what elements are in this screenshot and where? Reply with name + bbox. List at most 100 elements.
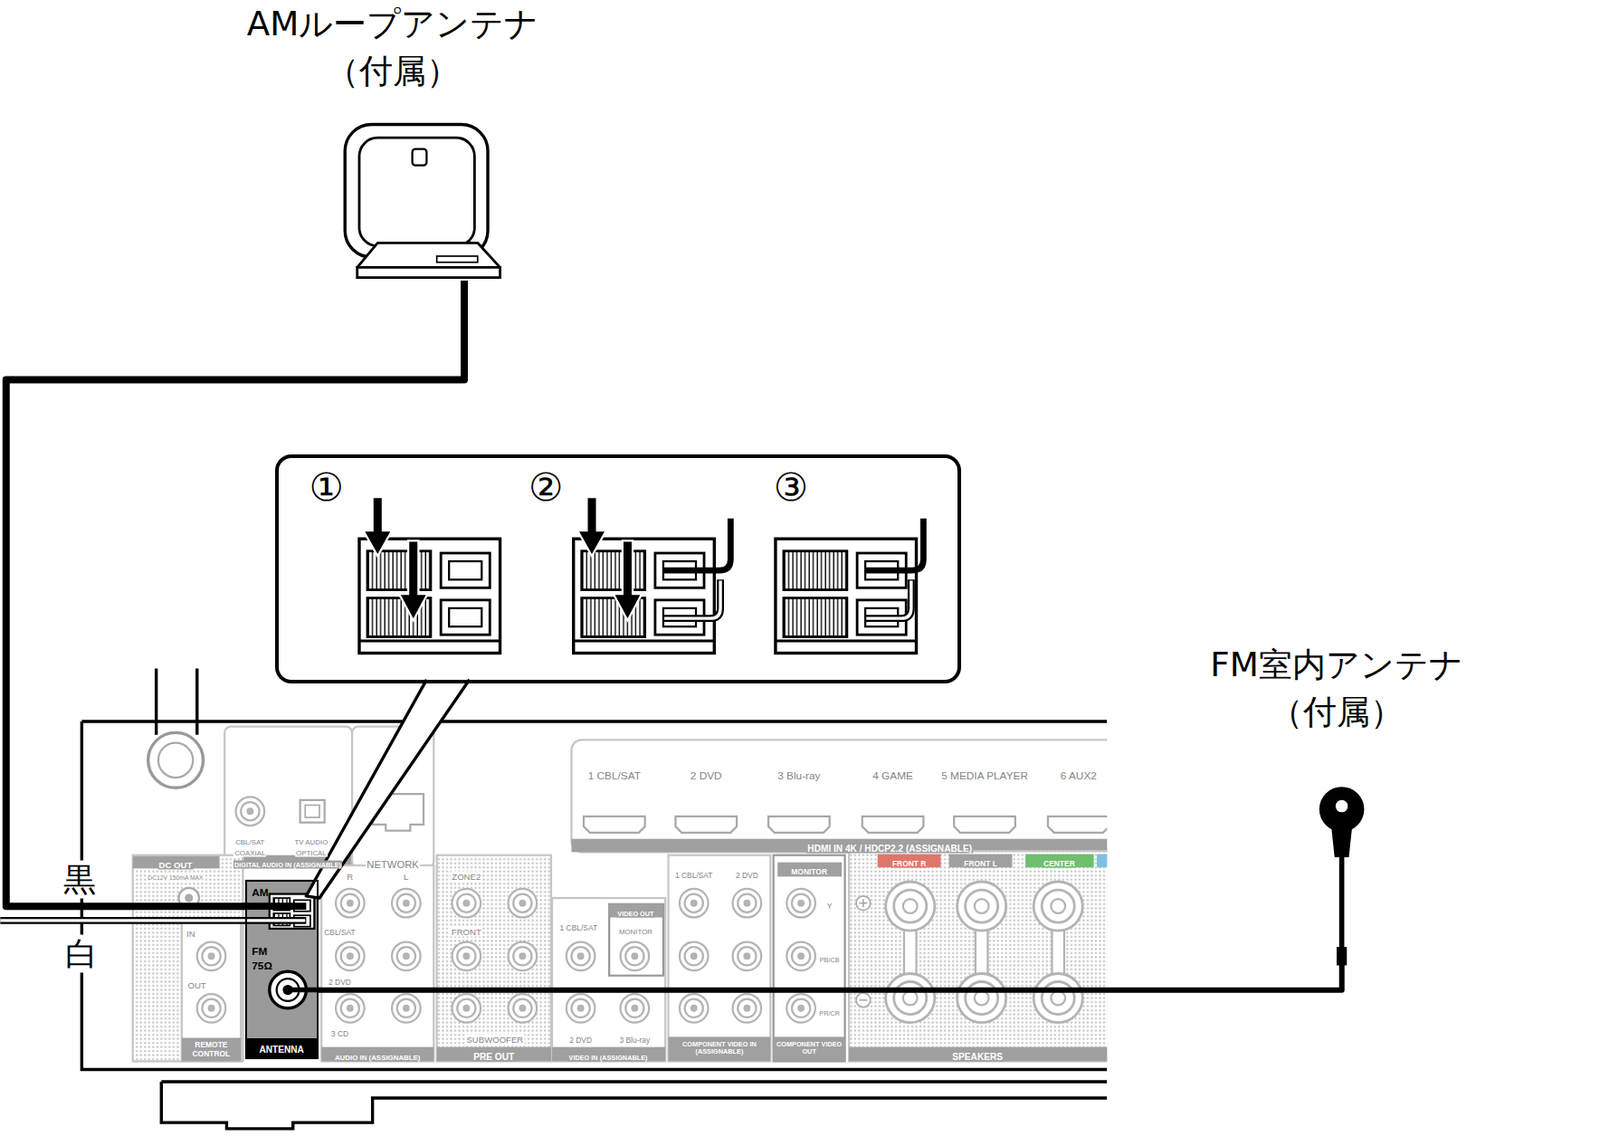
label-holder: 6 AUX2 bbox=[1059, 764, 1098, 782]
connector-label: MONITOR bbox=[618, 927, 654, 936]
connector-label: 6 AUX2 bbox=[1059, 768, 1098, 781]
label-holder: ZONE2 bbox=[450, 866, 482, 884]
receiver-rear-panel bbox=[184, 894, 193, 903]
step-illustration bbox=[866, 580, 912, 619]
label-holder: R bbox=[345, 866, 354, 884]
connector-label: R bbox=[345, 871, 354, 882]
label-holder: CENTER bbox=[1042, 851, 1077, 869]
connector-label: Y bbox=[826, 900, 834, 910]
label-holder: L bbox=[402, 866, 410, 884]
label-holder: FRONT L bbox=[962, 851, 999, 869]
receiver-rear-panel bbox=[300, 800, 325, 823]
step-illustration bbox=[359, 538, 501, 653]
receiver-rear-panel bbox=[786, 888, 816, 918]
section-title: VIDEO IN (ASSIGNABLE) bbox=[568, 1052, 649, 1061]
connector-label: 5 MEDIA PLAYER bbox=[940, 768, 1029, 781]
fm-indoor-antenna bbox=[1336, 946, 1347, 965]
receiver-rear-panel bbox=[858, 898, 867, 907]
label-holder: COAXIAL bbox=[233, 841, 267, 859]
receiver-rear-panel bbox=[953, 816, 1016, 833]
connector-label: CBL/SAT bbox=[234, 837, 266, 846]
label-holder: CBL/SAT bbox=[323, 921, 357, 939]
receiver-rear-panel bbox=[773, 1036, 846, 1061]
receiver-rear-panel bbox=[452, 942, 482, 972]
fm-indoor-antenna bbox=[1335, 800, 1349, 813]
connector-label: TV AUDIO bbox=[294, 837, 330, 846]
receiver-rear-panel bbox=[158, 742, 193, 778]
receiver-rear-panel bbox=[679, 942, 709, 972]
receiver-rear-panel bbox=[957, 972, 1007, 1022]
receiver-rear-panel bbox=[786, 993, 816, 1023]
receiver-rear-panel bbox=[195, 667, 199, 734]
connector-label: L bbox=[402, 871, 410, 882]
label-holder: 1 CBL/SAT bbox=[559, 915, 600, 934]
label-holder: TV AUDIO bbox=[294, 829, 330, 848]
label-holder: FRONT bbox=[450, 921, 483, 939]
receiver-rear-panel bbox=[777, 862, 842, 877]
antenna-cable bbox=[6, 280, 465, 906]
label-holder: DC12V 150mA MAX bbox=[146, 866, 204, 884]
label-holder: COMPONENT VIDEO IN (ASSIGNABLE) bbox=[673, 1040, 765, 1058]
callout-number: ③ bbox=[773, 463, 809, 509]
am-loop-antenna bbox=[344, 124, 488, 258]
receiver-rear-panel bbox=[856, 992, 871, 1008]
antenna-figure: FM室内アンテナ （付属） bbox=[1173, 640, 1501, 964]
connector-label: 1 CBL/SAT bbox=[559, 922, 600, 932]
step-illustration bbox=[577, 496, 607, 556]
receiver-rear-panel bbox=[862, 816, 924, 833]
text-holder: ③ bbox=[773, 466, 809, 506]
text-holder: ① bbox=[309, 466, 344, 506]
antenna-cable bbox=[318, 964, 1343, 991]
step-illustration bbox=[663, 579, 721, 619]
callout-number: ① bbox=[309, 463, 344, 509]
label-holder: PR/CR bbox=[818, 1001, 841, 1020]
receiver-rear-panel bbox=[321, 865, 434, 1061]
receiver-rear-panel bbox=[571, 739, 1107, 852]
label-holder: NETWORK bbox=[365, 853, 420, 871]
label-holder: VIDEO IN (ASSIGNABLE) bbox=[568, 1045, 649, 1063]
receiver-rear-panel bbox=[133, 856, 220, 869]
receiver-rear-panel bbox=[181, 920, 241, 1062]
antenna-name: AMループアンテナ （付属） bbox=[227, 0, 560, 95]
connector-label: 2 DVD bbox=[327, 977, 353, 987]
receiver-rear-panel bbox=[675, 816, 737, 833]
receiver-rear-panel bbox=[768, 816, 830, 833]
fm-jack bbox=[282, 984, 293, 995]
receiver-rear-panel bbox=[609, 904, 664, 976]
section-title: COMPONENT VIDEO IN (ASSIGNABLE) bbox=[673, 1040, 765, 1056]
receiver-rear-panel bbox=[508, 888, 538, 918]
label-holder: 2 DVD bbox=[327, 971, 353, 989]
antenna-terminal-panel: AMFM 75ΩANTENNA bbox=[245, 879, 319, 1059]
receiver-rear-panel bbox=[1033, 972, 1083, 1022]
receiver-rear-panel bbox=[1025, 854, 1095, 868]
receiver-rear-panel bbox=[391, 993, 421, 1023]
receiver-rear-panel bbox=[1033, 881, 1083, 931]
connector-label: 2 DVD bbox=[734, 870, 760, 880]
text-holder: FM室内アンテナ （付属） bbox=[1173, 640, 1501, 735]
wire-color-label: 白 bbox=[62, 934, 101, 973]
connector-label: 3 CD bbox=[330, 1028, 350, 1038]
section-title: HDMI IN 4K / HDCP2.2 (ASSIGNABLE) bbox=[806, 842, 973, 853]
label-holder: REMOTE CONTROL bbox=[182, 1040, 239, 1059]
white-wire bbox=[0, 916, 306, 924]
label-holder: DIGITAL AUDIO IN (ASSIGNABLE) bbox=[233, 852, 343, 870]
terminal-label: AM bbox=[251, 885, 268, 899]
connector-label: OPTICAL bbox=[295, 848, 328, 858]
black-wire bbox=[242, 902, 306, 910]
receiver-rear-panel bbox=[452, 993, 482, 1023]
section-title: PRE OUT bbox=[472, 1050, 515, 1061]
receiver-rear-panel bbox=[1047, 816, 1107, 833]
connector-label: 1 CBL/SAT bbox=[587, 768, 642, 781]
connector-label: SUBWOOFER bbox=[465, 1033, 524, 1044]
am-loop-antenna bbox=[437, 256, 478, 263]
receiver-rear-panel bbox=[437, 855, 552, 1062]
text-holder: AMループアンテナ （付属） bbox=[214, 0, 572, 95]
label-holder: 5 MEDIA PLAYER bbox=[940, 764, 1029, 782]
receiver-rear-panel bbox=[620, 993, 650, 1023]
label-holder: 2 DVD bbox=[568, 1028, 593, 1046]
am-loop-antenna bbox=[359, 137, 475, 246]
receiver-rear-panel bbox=[148, 732, 204, 788]
connector-label: DC12V 150mA MAX bbox=[146, 874, 204, 881]
